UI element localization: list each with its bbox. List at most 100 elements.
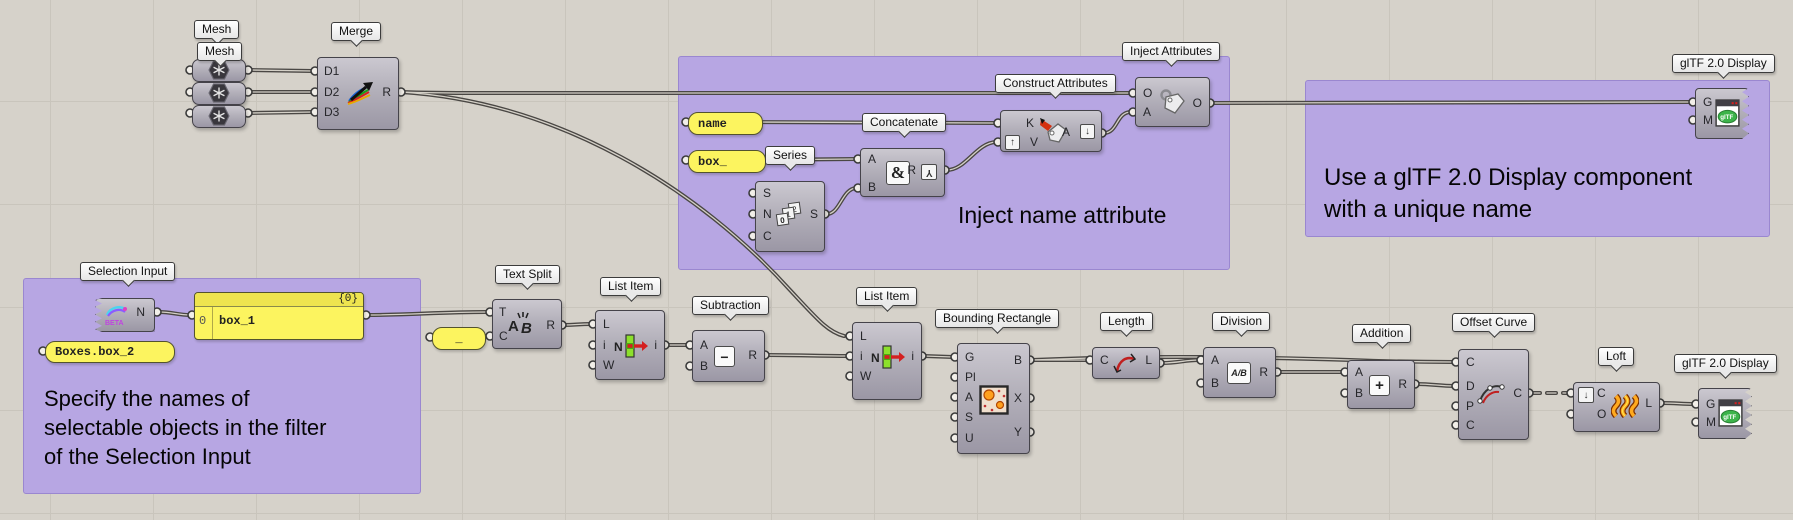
wire[interactable] (248, 68, 315, 73)
gltf-display-component-bottom[interactable]: G M glTF (1698, 388, 1752, 439)
wire[interactable] (562, 322, 593, 327)
loft-icon (1610, 393, 1640, 426)
component-tag: Offset Curve (1452, 313, 1536, 332)
name-panel[interactable]: name (688, 112, 763, 135)
note-line: Use a glTF 2.0 Display component (1324, 164, 1693, 191)
length-icon (1112, 351, 1138, 380)
division-component[interactable]: A B R A/B (1203, 347, 1276, 398)
list-item-component-1[interactable]: L i W i N (595, 310, 665, 380)
subtraction-component[interactable]: A B R − (692, 330, 765, 382)
component-tag: glTF 2.0 Display (1672, 54, 1775, 73)
bounding-rectangle-icon (979, 385, 1009, 420)
construct-attributes-component[interactable]: K ↑ V A ↓ (1000, 110, 1102, 152)
port-label: M (1706, 415, 1716, 429)
concatenate-component[interactable]: A B & R Y (860, 148, 945, 197)
port-label: A (1061, 125, 1070, 139)
component-tag: Length (1100, 312, 1153, 331)
port-label: i (911, 349, 914, 363)
note-line: selectable objects in the filter (44, 415, 327, 441)
port-label: A (700, 338, 709, 352)
division-icon: A/B (1227, 362, 1251, 384)
note-line: Inject name attribute (958, 202, 1167, 228)
panel-header: {0} (195, 293, 363, 307)
addition-component[interactable]: A B R + (1347, 360, 1415, 409)
panel-divider (212, 307, 213, 339)
graft-icon: Y (921, 164, 937, 180)
wire[interactable] (1160, 358, 1201, 365)
wire[interactable] (765, 353, 850, 358)
list-item-icon: N (871, 345, 905, 374)
mesh-icon (206, 83, 232, 108)
wire[interactable] (1660, 401, 1696, 406)
svg-text:A: A (508, 318, 519, 335)
gltf-display-component-top[interactable]: G M glTF (1695, 88, 1749, 139)
port-label: C (1466, 418, 1475, 432)
wire-highlight (1161, 359, 1200, 364)
port-label: O (1192, 96, 1202, 110)
port-label: G (965, 350, 975, 364)
port-label: S (809, 207, 818, 221)
text-split-icon: A B (507, 310, 537, 341)
merge-component[interactable]: D1 D2 D3 R (317, 57, 399, 130)
box-prefix-panel[interactable]: box_ (688, 150, 766, 173)
series-component[interactable]: S N C S 2 1 0 (755, 181, 825, 252)
port-label: R (1398, 377, 1407, 391)
port-label: C (1513, 386, 1522, 400)
panel-text: box_ (698, 154, 727, 169)
port-label: R (546, 318, 555, 332)
port-label: C (1597, 386, 1606, 400)
port-label: C (1100, 353, 1109, 367)
component-tag: Mesh (197, 42, 243, 61)
wire-highlight (249, 69, 314, 72)
port-label: A (1355, 365, 1364, 379)
port-label: X (1013, 391, 1022, 405)
bounding-rectangle-component[interactable]: G Pl A S U B X Y (957, 343, 1030, 454)
port-label: Y (1013, 425, 1022, 439)
wire[interactable] (1415, 382, 1456, 388)
port-label: A (1211, 353, 1220, 367)
names-panel[interactable]: {0} 0 box_1 (194, 292, 364, 340)
component-tag: Bounding Rectangle (935, 309, 1060, 328)
port-label: R (382, 85, 391, 99)
port-label: C (1466, 355, 1475, 369)
loft-component[interactable]: ↓ C O L (1573, 382, 1660, 432)
inject-attributes-component[interactable]: O A O (1135, 77, 1210, 127)
panel-text: name (698, 116, 727, 131)
minus-icon: − (714, 346, 735, 367)
port-label: L (1645, 396, 1652, 410)
port-label: U (965, 431, 974, 445)
list-item-component-2[interactable]: L i W i N (852, 322, 922, 400)
mesh-param-3[interactable] (192, 105, 246, 128)
text-split-component[interactable]: T C R A B (492, 299, 562, 349)
component-tag: Addition (1352, 324, 1412, 343)
offset-curve-component[interactable]: C D P C C (1458, 349, 1529, 440)
port-label: W (603, 358, 615, 372)
note-line: Specify the names of (44, 386, 250, 411)
port-label: S (763, 186, 772, 200)
component-tag: Merge (331, 22, 382, 41)
wire-highlight (766, 354, 849, 357)
port-label: C (763, 229, 772, 243)
inject-attributes-icon (1156, 87, 1186, 120)
wire[interactable] (248, 110, 315, 115)
length-component[interactable]: C L (1092, 347, 1160, 379)
port-label: P (1466, 399, 1475, 413)
port-label: B (868, 180, 877, 194)
boxes-panel[interactable]: Boxes.box_2 (45, 341, 175, 363)
gltf-icon: glTF (1718, 398, 1743, 433)
port-label: R (907, 163, 916, 177)
svg-text:B: B (521, 320, 532, 336)
mesh-icon (206, 106, 232, 131)
port-label: i (860, 349, 863, 363)
wire[interactable] (922, 354, 955, 359)
port-label: K (1026, 116, 1035, 130)
panel-body: 0 box_1 (195, 307, 363, 339)
mesh-param-2[interactable] (192, 82, 246, 105)
port-label: D (1466, 379, 1475, 393)
group-note-gltf-display: Use a glTF 2.0 Display component with a … (1324, 162, 1692, 225)
component-tag: Text Split (495, 265, 560, 284)
flatten-icon: ↑ (1005, 135, 1020, 150)
selection-input-component[interactable]: BETA N (95, 298, 155, 332)
underscore-panel[interactable]: _ (432, 327, 486, 350)
